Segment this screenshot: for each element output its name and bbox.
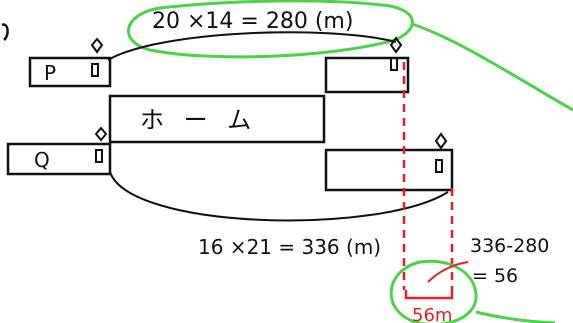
- highlight-line-right-top: [411, 22, 573, 112]
- train-q-right-front-flag: [434, 132, 448, 150]
- difference-pointer: [427, 261, 469, 283]
- train-p-left: P: [28, 37, 112, 88]
- edge-mark: [1, 23, 9, 41]
- difference-brace: [404, 290, 454, 300]
- train-q-label: Q: [34, 148, 50, 172]
- difference-calc-line1: 336-280: [470, 235, 549, 257]
- platform-label: ホ ー ム: [140, 106, 257, 134]
- train-p-length-calc: 20 ×14 = 280 (m): [152, 9, 353, 34]
- train-p-travel-arc: [107, 31, 397, 61]
- train-p-right: [324, 36, 410, 94]
- train-q-left: Q: [6, 126, 112, 176]
- platform: ホ ー ム: [108, 94, 326, 144]
- difference-calc-line2: = 56: [472, 265, 518, 287]
- train-q-travel-arc: [109, 171, 449, 222]
- train-p-right-front-flag: [389, 36, 403, 54]
- train-p-right-front-marker: [390, 57, 398, 71]
- difference-result: 56m: [412, 305, 452, 323]
- train-q-front-marker: [95, 149, 103, 163]
- highlight-line-right-bottom: [475, 310, 556, 323]
- train-q-right: [324, 132, 454, 192]
- train-q-front-flag: [94, 126, 108, 142]
- train-p-front-marker: [91, 63, 99, 77]
- train-p-label: P: [44, 61, 56, 85]
- train-q-length-calc: 16 ×21 = 336 (m): [198, 235, 381, 259]
- train-p-front-flag: [90, 37, 104, 54]
- train-q-right-front-marker: [435, 159, 443, 173]
